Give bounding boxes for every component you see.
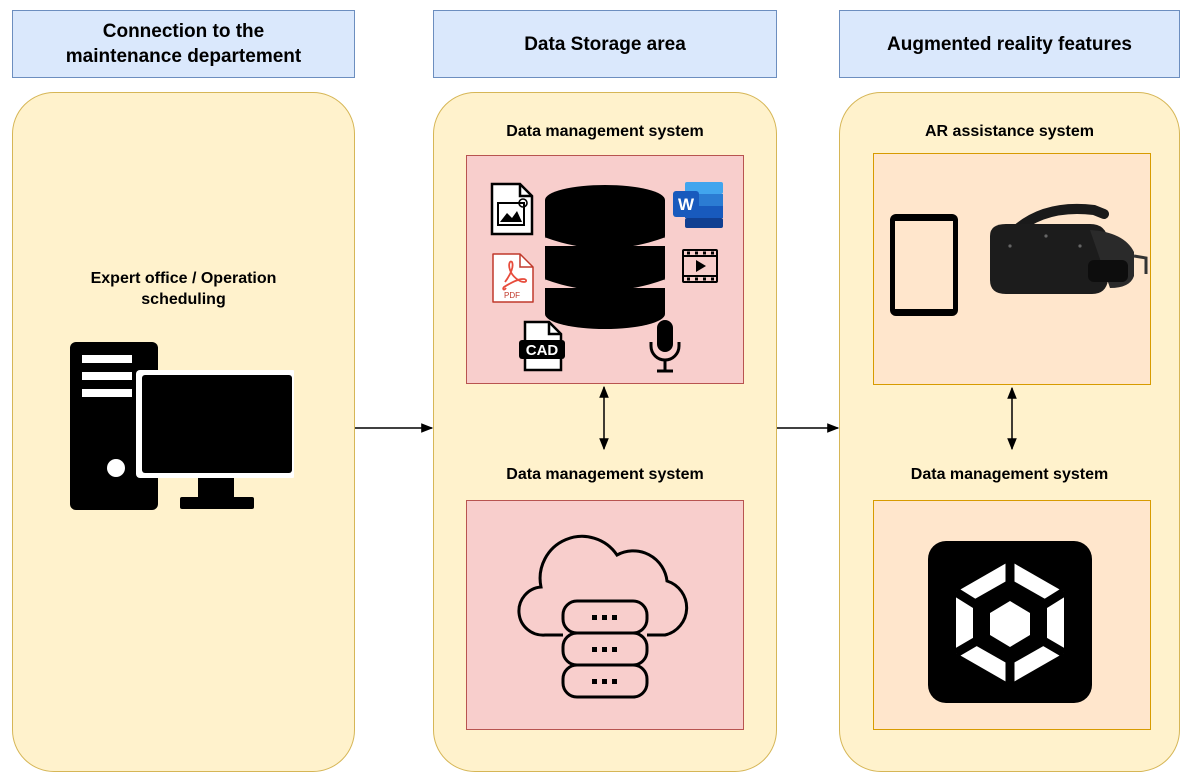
unity-logo-icon xyxy=(928,541,1092,703)
unity-engine-panel xyxy=(873,500,1151,730)
expert-office-label: Expert office / Operation scheduling xyxy=(90,270,277,308)
header-data-storage: Data Storage area xyxy=(433,10,777,78)
cad-text: CAD xyxy=(526,342,559,359)
word-letter: W xyxy=(678,195,695,214)
header-augmented-reality: Augmented reality features xyxy=(839,10,1180,78)
database-icon xyxy=(544,185,666,329)
pdf-file-icon: PDF xyxy=(492,253,534,303)
data-management-label-bottom: Data management system xyxy=(506,466,704,483)
word-document-icon: W xyxy=(673,182,723,228)
data-management-label-top: Data management system xyxy=(506,123,704,140)
vr-headset-icon xyxy=(990,203,1148,294)
ar-data-management-label: Data management system xyxy=(910,466,1109,483)
file-formats-panel: W PDF CAD xyxy=(466,155,744,384)
ar-assistance-label: AR assistance system xyxy=(925,123,1094,140)
microphone-icon xyxy=(649,320,681,373)
cad-file-icon: CAD xyxy=(519,320,565,372)
image-file-icon xyxy=(490,182,534,236)
tablet-icon xyxy=(890,214,958,316)
cloud-database-icon xyxy=(517,534,689,699)
video-file-icon xyxy=(682,249,718,283)
cloud-storage-panel xyxy=(466,500,744,730)
pdf-text: PDF xyxy=(504,291,520,300)
ar-devices-panel xyxy=(873,153,1151,385)
header-connection: Connection to the maintenance departemen… xyxy=(12,10,355,78)
desktop-computer-icon xyxy=(70,342,294,510)
